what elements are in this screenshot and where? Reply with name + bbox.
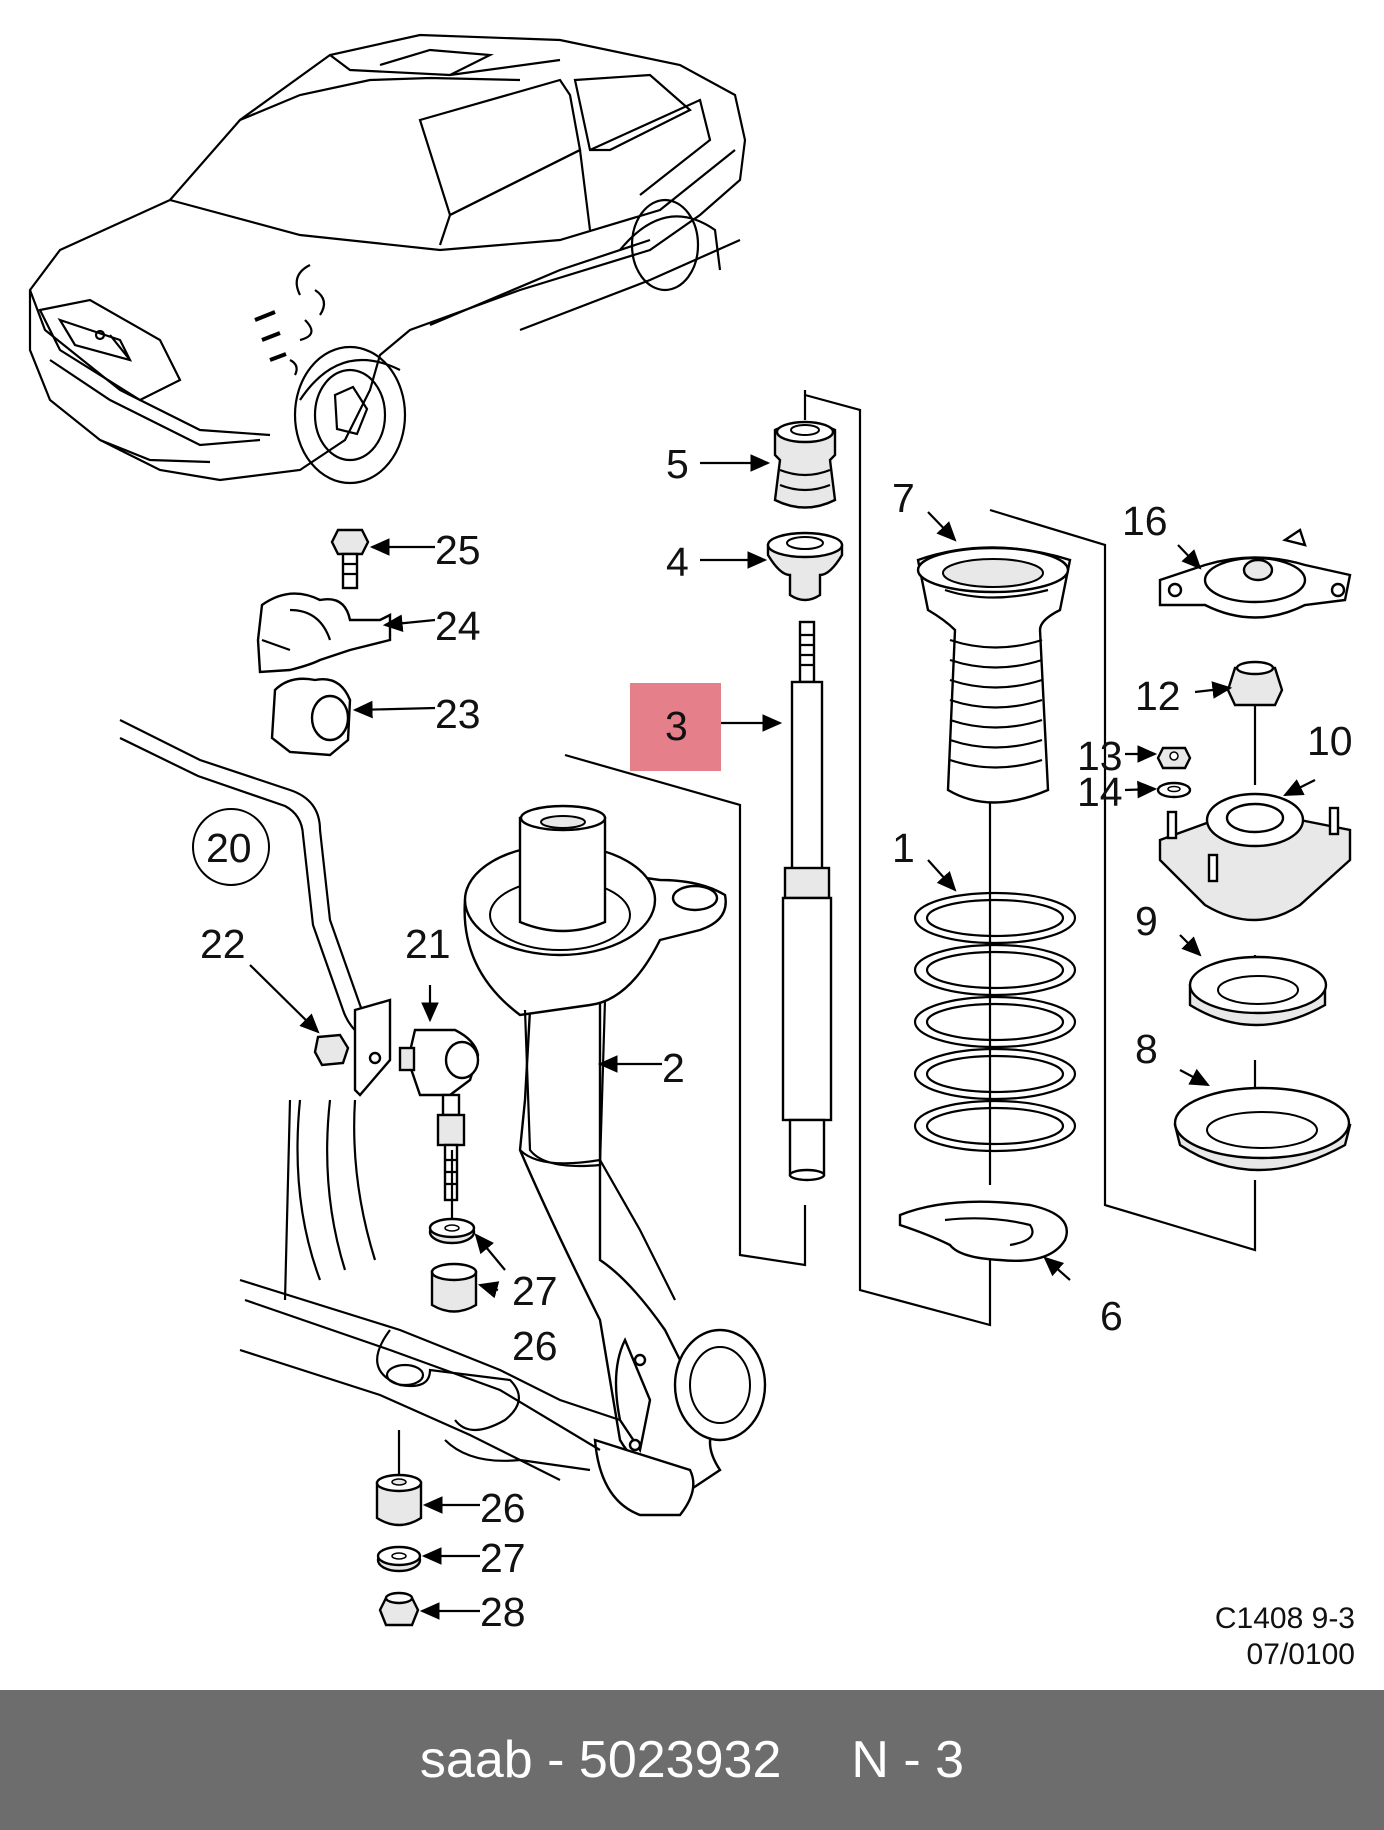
part-14-washer: [1156, 781, 1192, 799]
callout-23: 23: [435, 691, 481, 737]
part-26-upper-bushing: [430, 1262, 478, 1313]
callout-8: 8: [1135, 1026, 1158, 1072]
part-4-top-washer: [766, 531, 844, 602]
callout-16: 16: [1122, 498, 1168, 544]
highlight-box-part-3: [630, 683, 721, 771]
callout-5: 5: [666, 441, 689, 487]
part-13-nut: [1156, 746, 1192, 770]
callout-24: 24: [435, 603, 481, 649]
parts-diagram: 5 4 3 7 1 6 16 12 13 14 10 9 8 25 24 23 …: [28, 33, 1355, 1671]
subframe: [239, 1099, 621, 1481]
part-22-nut: [313, 1033, 350, 1067]
callout-7: 7: [892, 475, 915, 521]
car-illustration: [28, 33, 747, 485]
part-24-bracket: [256, 592, 392, 674]
part-26-lower-bushing: [375, 1473, 423, 1527]
callout-10: 10: [1307, 718, 1353, 764]
footer-brand: saab: [419, 1731, 533, 1789]
callout-27-upper: 27: [512, 1268, 558, 1314]
part-8-spring-seat: [1173, 1086, 1352, 1172]
callout-13: 13: [1077, 733, 1123, 779]
part-27-upper-washer: [428, 1217, 476, 1245]
footer-position: N - 3: [851, 1731, 965, 1789]
reference-date: 07/0100: [1247, 1638, 1355, 1671]
callout-9: 9: [1135, 898, 1158, 944]
leader-arrows: [249, 454, 1316, 1620]
part-10-strut-mount: [1158, 792, 1352, 922]
part-7-dust-boot: [916, 546, 1072, 804]
part-12-nut: [1226, 660, 1284, 707]
part-25-bolt: [330, 528, 370, 590]
part-21-stabilizer-link: [398, 1028, 480, 1202]
part-20-stabilizer-bar: [119, 719, 392, 1097]
part-20-circle: [192, 808, 270, 886]
part-5-bump-stop: [773, 420, 837, 509]
callout-21: 21: [405, 921, 451, 967]
part-28-nut: [378, 1591, 420, 1627]
footer-dash: -: [547, 1731, 565, 1789]
callout-1: 1: [892, 825, 915, 871]
callout-22: 22: [200, 921, 246, 967]
callout-2: 2: [662, 1045, 685, 1091]
callout-26-upper: 26: [512, 1323, 558, 1369]
reference-code: C1408 9-3: [1215, 1602, 1355, 1635]
leader-frames: [564, 390, 1257, 1327]
part-9-bearing: [1188, 955, 1328, 1027]
part-27-lower-washer: [376, 1545, 422, 1573]
footer-bar: saab - 5023932 N - 3: [0, 1690, 1384, 1830]
part-3-shock-absorber: [781, 620, 833, 1182]
callout-3: 3: [665, 703, 688, 749]
callout-26-lower: 26: [480, 1485, 526, 1531]
callout-20: 20: [206, 825, 252, 871]
part-16-top-mount-plate: [1158, 528, 1352, 619]
callout-12: 12: [1135, 673, 1181, 719]
callout-14: 14: [1077, 769, 1123, 815]
callout-4: 4: [666, 539, 689, 585]
part-2-strut-housing: [463, 804, 767, 1517]
callout-25: 25: [435, 527, 481, 573]
callout-27-lower: 27: [480, 1535, 526, 1581]
part-6-spring-insulator: [898, 1200, 1068, 1262]
callout-6: 6: [1100, 1293, 1123, 1339]
part-1-coil-spring: [913, 891, 1077, 1153]
footer-part-number: 5023932: [578, 1731, 782, 1789]
callout-28: 28: [480, 1589, 526, 1635]
part-23-bushing: [270, 677, 352, 757]
